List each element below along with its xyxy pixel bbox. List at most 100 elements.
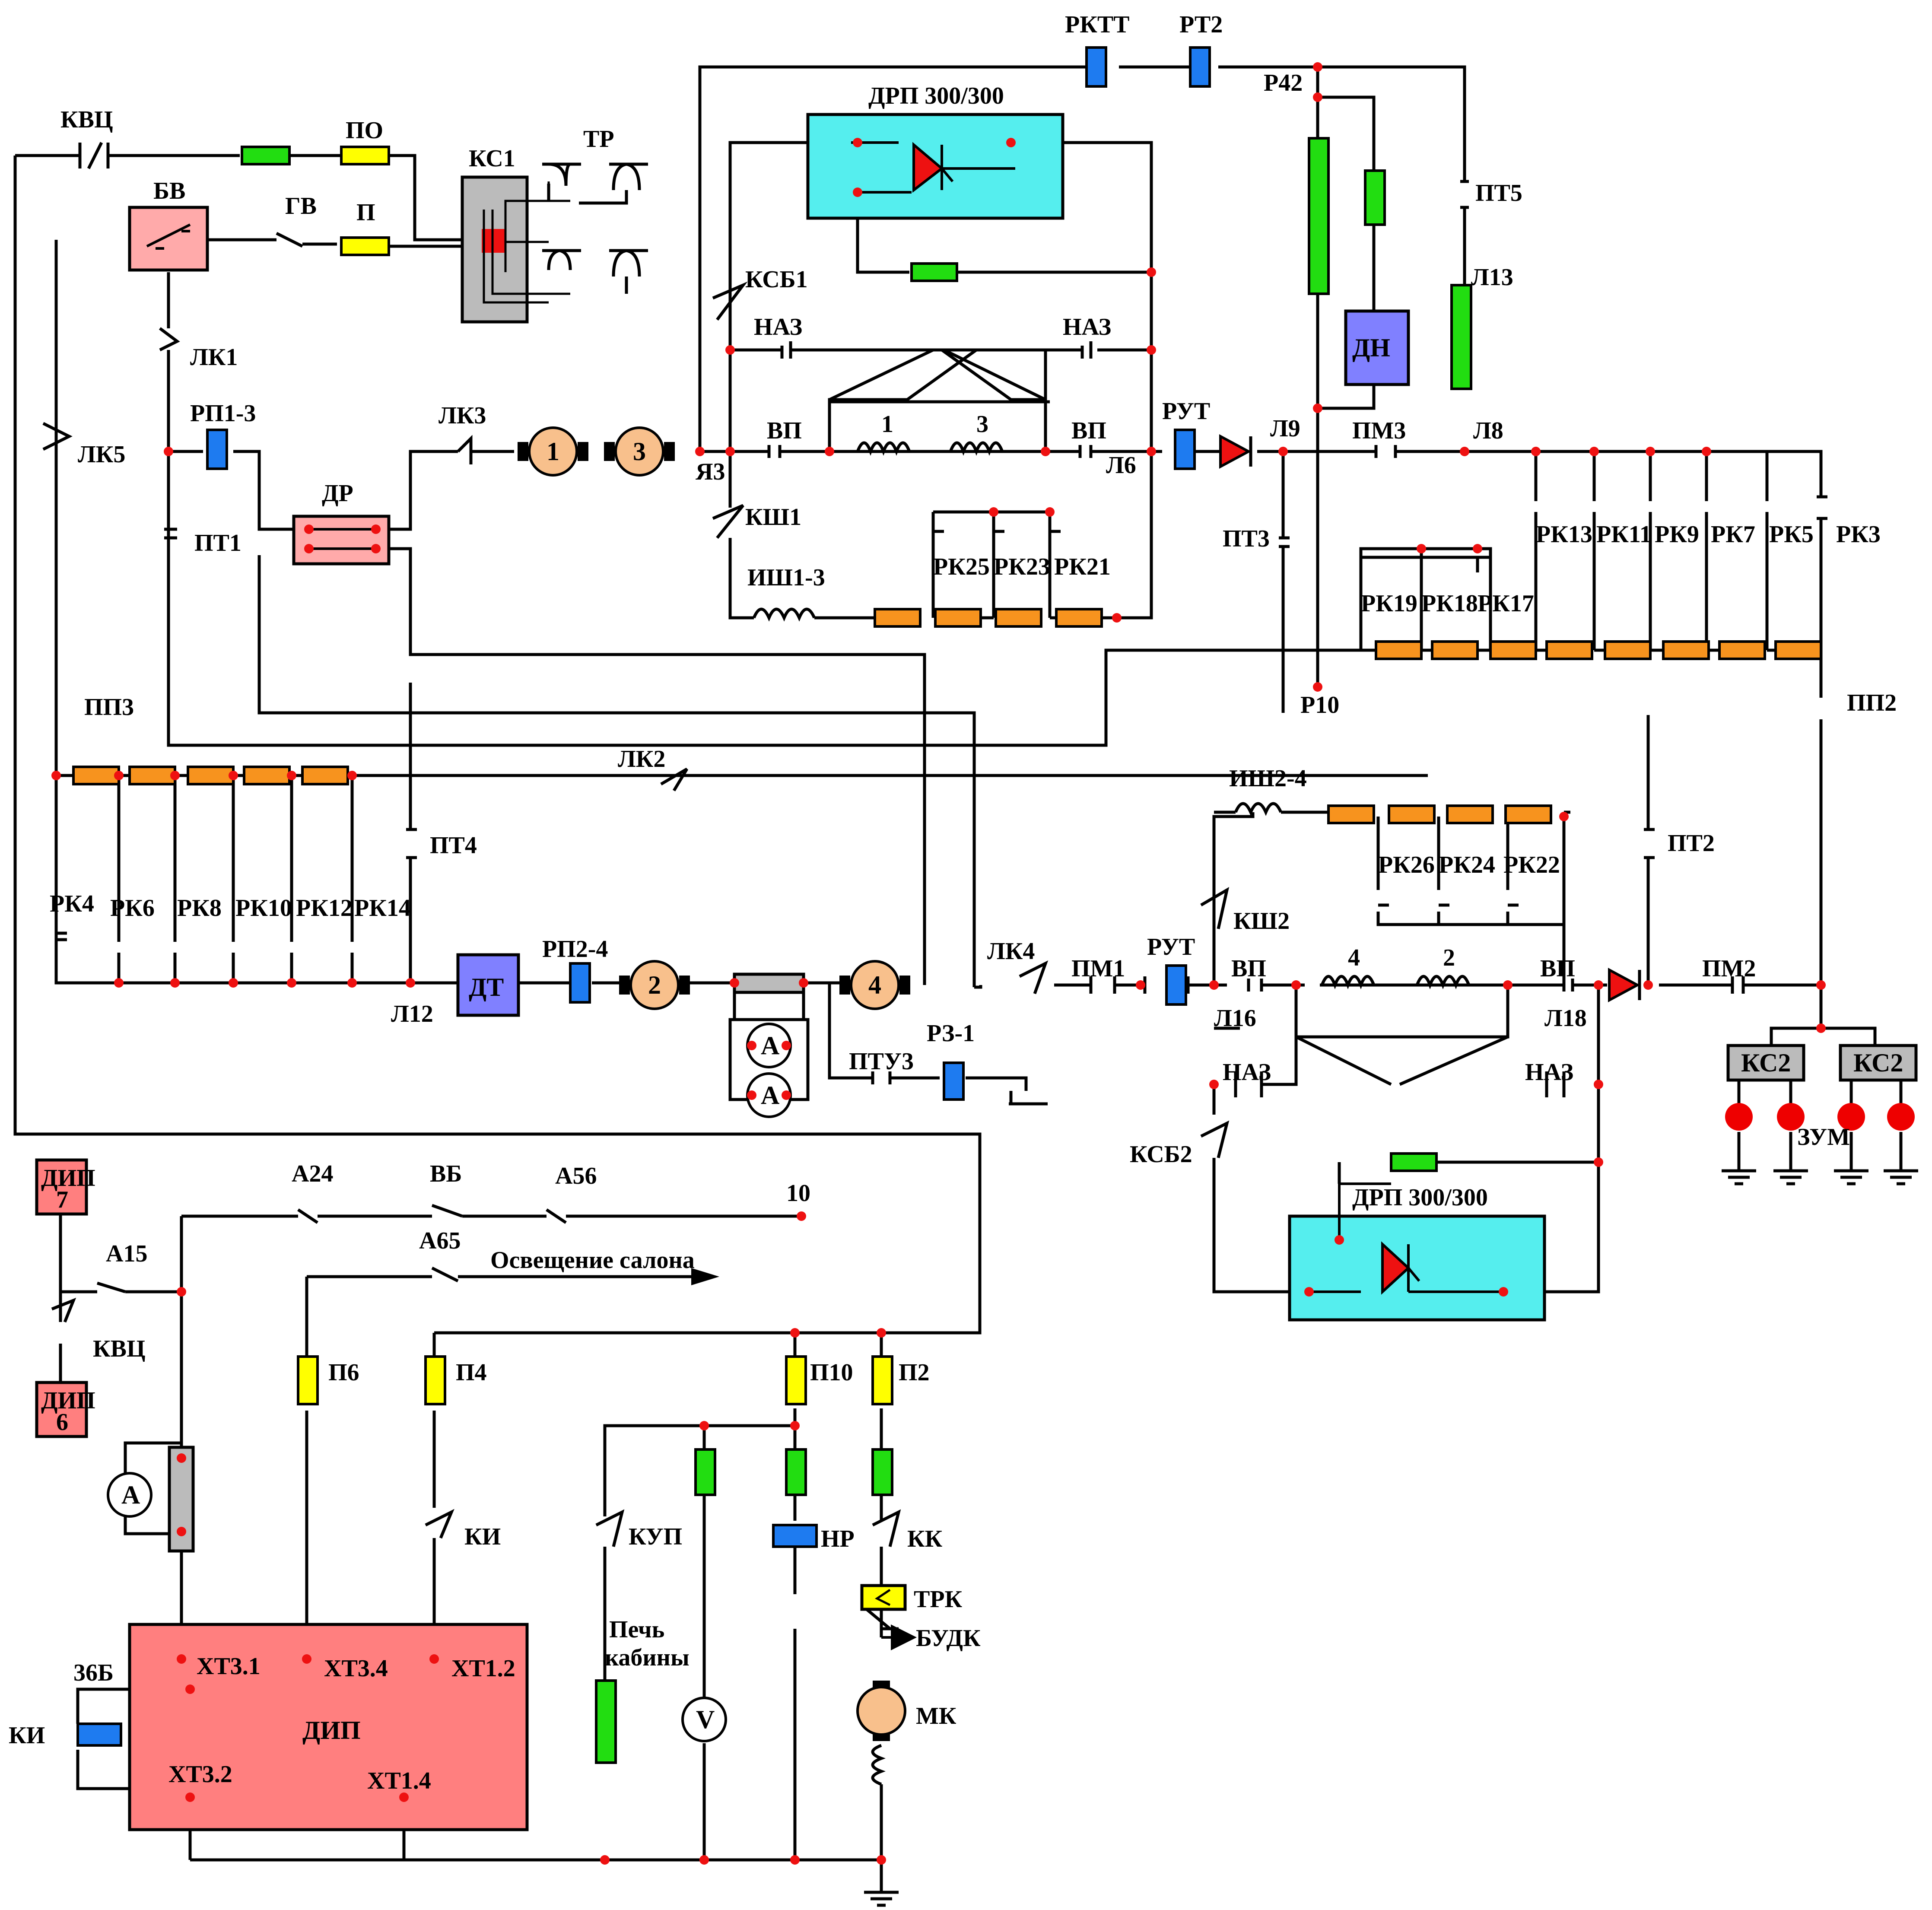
label-lk2: ЛК2 xyxy=(618,746,665,772)
label-a56: А56 xyxy=(555,1163,597,1189)
junction-dot xyxy=(877,1328,886,1338)
motor-label-4: 4 xyxy=(868,971,881,999)
junction-dot xyxy=(1643,980,1653,990)
label-rk9: РК9 xyxy=(1655,521,1699,548)
motor-label-1: 1 xyxy=(547,437,559,466)
label-ish13: ИШ1-3 xyxy=(747,564,825,591)
junction-dot xyxy=(302,1654,311,1664)
label-p2: П2 xyxy=(899,1359,930,1386)
meter-icons xyxy=(107,1023,792,1742)
junction-dot xyxy=(177,1527,186,1536)
label-ya3: Я3 xyxy=(696,458,725,485)
motor-labels: 1 3 2 4 xyxy=(547,437,881,999)
bv-breaker xyxy=(128,206,209,272)
label-a15: А15 xyxy=(106,1240,147,1267)
voltmeter-icon xyxy=(681,1697,727,1742)
label-lk4: ЛК4 xyxy=(987,938,1035,965)
lamp-icons xyxy=(1725,1103,1915,1131)
label-trk: ТРК xyxy=(914,1586,963,1613)
traction-motor-4 xyxy=(839,960,910,1010)
label-rk11: РК11 xyxy=(1596,521,1652,548)
green-coil-9 xyxy=(595,1679,617,1764)
junction-dot xyxy=(747,1090,756,1100)
junction-dot xyxy=(725,345,735,355)
resistor-20 xyxy=(1504,804,1552,824)
label-rk4: РК4 xyxy=(50,890,94,917)
relay-6 xyxy=(943,1061,965,1101)
junction-dot xyxy=(782,1041,791,1050)
junction-dot xyxy=(989,507,998,517)
label-pm2: ПМ2 xyxy=(1702,955,1756,982)
junction-dots xyxy=(51,62,1826,1865)
label-ki-left: КИ xyxy=(9,1722,45,1749)
junction-dot xyxy=(1304,1287,1314,1297)
trk-block xyxy=(860,1584,907,1611)
green-coils xyxy=(241,137,1472,1764)
junction-dot xyxy=(1006,138,1016,147)
label-ksb1: КСБ1 xyxy=(745,266,808,293)
label-rk12: РК12 xyxy=(296,895,353,922)
label-p10: П10 xyxy=(810,1359,853,1386)
junction-dot xyxy=(600,1855,610,1865)
junction-dot xyxy=(1313,682,1322,692)
relay-8 xyxy=(76,1722,122,1747)
ammeter-letter-1: A xyxy=(761,1031,779,1060)
junction-dot xyxy=(371,524,381,534)
junction-dot xyxy=(1313,92,1322,102)
label-ksb2: КСБ2 xyxy=(1130,1141,1192,1168)
resistor-18 xyxy=(1388,804,1436,824)
resistor-5 xyxy=(1431,640,1479,660)
label-rk17: РК17 xyxy=(1478,590,1534,617)
junction-dot xyxy=(799,978,808,988)
label-ptu3: ПТУ3 xyxy=(849,1048,914,1075)
resistor-6 xyxy=(1489,640,1537,660)
traction-motor-3 xyxy=(604,426,675,477)
label-f3: 3 xyxy=(976,411,988,438)
junction-dot xyxy=(1503,980,1513,990)
junction-dot xyxy=(1816,1023,1826,1033)
label-lk5: ЛК5 xyxy=(78,441,125,468)
dn-block xyxy=(1344,309,1410,386)
label-r10: Р10 xyxy=(1300,692,1339,718)
junction-dot xyxy=(699,1855,709,1865)
label-rk19: РК19 xyxy=(1361,590,1417,617)
junction-dot xyxy=(1045,507,1055,517)
junction-dot xyxy=(229,978,238,988)
junction-dot xyxy=(177,1654,186,1664)
label-f2: 2 xyxy=(1443,944,1455,971)
label-rktt: РКТТ xyxy=(1065,11,1130,38)
label-36b: 36Б xyxy=(73,1659,114,1686)
traction-motor-1 xyxy=(518,426,588,477)
junction-dot xyxy=(1499,1287,1508,1297)
junction-dot xyxy=(1291,980,1301,990)
resistor-19 xyxy=(1446,804,1494,824)
contacts xyxy=(42,142,1827,1630)
label-l12: Л12 xyxy=(391,1001,433,1027)
junction-dot xyxy=(177,1287,186,1297)
label-rk24: РК24 xyxy=(1439,852,1495,878)
junction-dot xyxy=(1278,447,1288,456)
label-pm1: ПМ1 xyxy=(1071,955,1125,982)
label-ks2a: КС2 xyxy=(1741,1049,1791,1077)
label-bv: БВ xyxy=(153,178,185,204)
resistors xyxy=(72,608,1822,824)
resistor-10 xyxy=(1718,640,1766,660)
junction-dot xyxy=(725,447,735,456)
ground-symbols xyxy=(864,1091,1918,1907)
label-pt2: ПТ2 xyxy=(1668,830,1715,857)
green-coil-4 xyxy=(1364,169,1386,226)
junction-dot xyxy=(51,771,61,780)
label-lk1: ЛК1 xyxy=(190,344,238,371)
label-vp4: ВП xyxy=(1540,955,1575,982)
junction-dot xyxy=(1531,447,1541,456)
label-tr: ТР xyxy=(583,126,614,153)
label-dip6: ДИП xyxy=(41,1387,95,1414)
dip-boxes xyxy=(35,1158,529,1831)
junction-dot xyxy=(1589,447,1599,456)
junction-dot xyxy=(853,188,862,197)
junction-dot xyxy=(699,1421,709,1430)
label-l8: Л8 xyxy=(1473,417,1503,444)
label-lk3: ЛК3 xyxy=(439,402,486,429)
junction-dot xyxy=(304,524,314,534)
junction-dot xyxy=(853,138,862,147)
